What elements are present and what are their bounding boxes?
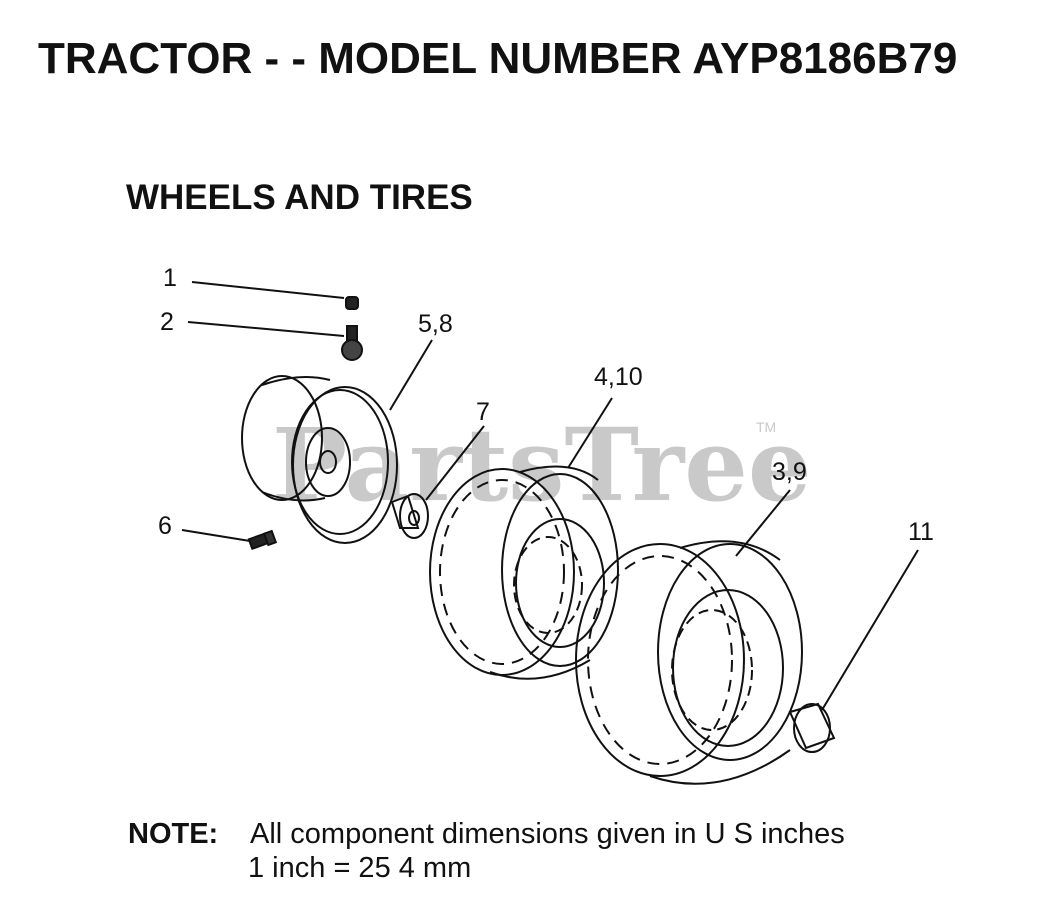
leader-lines: [181, 281, 919, 711]
note-label: NOTE:: [128, 818, 219, 850]
callout-1: 1: [163, 264, 177, 292]
callout-11: 11: [908, 518, 934, 546]
note-line-1: All component dimensions given in U S in…: [250, 818, 845, 850]
valve-cap-part: [345, 296, 359, 310]
front-tire-part: [429, 465, 619, 680]
valve-stem-part: [341, 325, 363, 361]
hub-cap-part: [788, 702, 836, 753]
callout-3-9: 3,9: [772, 458, 807, 486]
bushing-part: [390, 493, 429, 539]
callout-7: 7: [476, 398, 490, 426]
page-title: TRACTOR - - MODEL NUMBER AYP8186B79: [38, 34, 958, 83]
watermark: PartsTree: [272, 406, 812, 524]
callout-4-10: 4,10: [594, 363, 643, 391]
callout-2: 2: [160, 308, 174, 336]
watermark-tm: TM: [756, 419, 776, 435]
callout-5-8: 5,8: [418, 310, 453, 338]
wheel-rim-part: [241, 375, 398, 544]
section-title: WHEELS AND TIRES: [126, 178, 473, 217]
callout-6: 6: [158, 512, 172, 540]
note-line-2: 1 inch = 25 4 mm: [248, 852, 472, 884]
screw-part: [247, 529, 278, 551]
rear-tire-part: [575, 540, 803, 785]
note: NOTE: All component dimensions given in U…: [128, 818, 845, 851]
